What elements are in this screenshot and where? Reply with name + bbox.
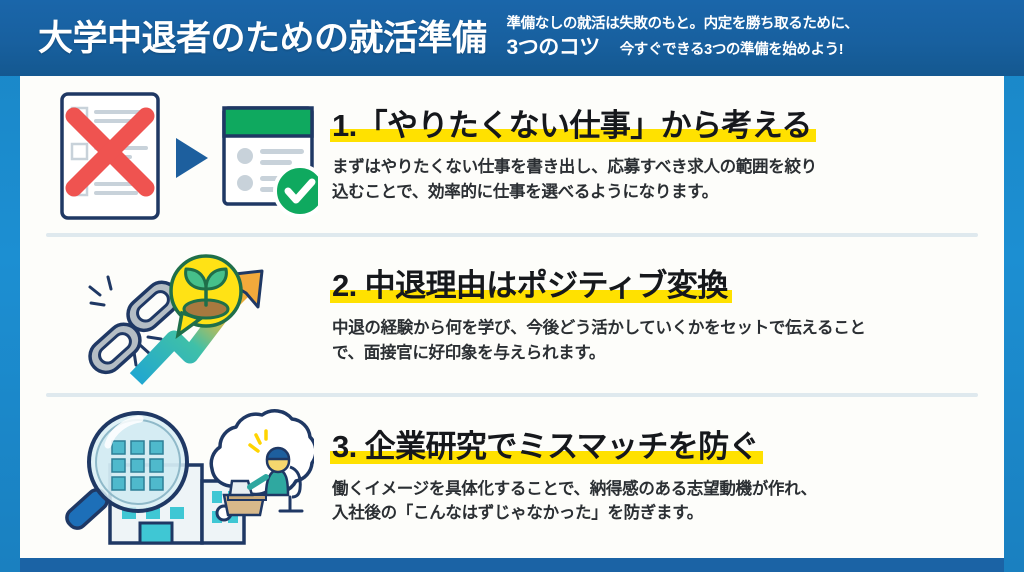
right-blue-rail [1004,0,1024,572]
content-panel: 1.「やりたくない仕事」から考える まずはやりたくない仕事を書き出し、応募すべき… [20,76,1004,558]
tip-row-3: 3. 企業研究でミスマッチを防ぐ 働くイメージを具体化することで、納得感のある志… [20,397,1004,558]
tip-row-1: 1.「やりたくない仕事」から考える まずはやりたくない仕事を書き出し、応募すべき… [20,76,1004,237]
rejected-document-to-approved-card-icon [60,92,318,221]
tip-3-heading-wrap: 3. 企業研究でミスマッチを防ぐ [330,429,763,466]
tip-2-heading: 2. 中退理由はポジティブ変換 [332,268,728,304]
tips-list: 1.「やりたくない仕事」から考える まずはやりたくない仕事を書き出し、応募すべき… [20,76,1004,558]
subtitle-line-one: 準備なしの就活は失敗のもと。内定を勝ち取るために、 [506,15,859,32]
row-divider-2 [46,393,978,398]
tip-1-body-line-1: まずはやりたくない仕事を書き出し、応募すべき求人の範囲を絞り [332,158,817,177]
tip-2-body-line-1: 中退の経験から何を学び、今後どう活かしていくかをセットで伝えること [332,319,866,338]
tip-2-highlight-bar [330,290,732,304]
tip-2-icon-cell [38,242,328,392]
subtitle-tail: 今すぐできる3つの準備を始めよう! [619,41,844,58]
broken-chain-sprout-growth-arrow-icon [88,254,264,385]
tip-3-body-line-1: 働くイメージを具体化することで、納得感のある志望動機が作れ、 [332,479,817,498]
header-inner: 大学中退者のための就活準備 準備なしの就活は失敗のもと。内定を勝ち取るために、 … [38,0,1000,76]
subtitle-line-two: 3つのコツ 今すぐできる3つの準備を始めよう! [507,35,1000,61]
magnifier-building-thought-bubble-icon [65,408,314,545]
tip-1-body: まずはやりたくない仕事を書き出し、応募すべき求人の範囲を絞り 込むことで、効率的… [332,155,972,205]
header-subtitle-block: 準備なしの就活は失敗のもと。内定を勝ち取るために、 3つのコツ 今すぐできる3つ… [507,15,1000,61]
left-blue-rail [0,0,20,572]
tip-3-body: 働くイメージを具体化することで、納得感のある志望動機が作れ、 入社後の「こんなは… [332,477,972,527]
tip-1-body-line-2: 込むことで、効率的に仕事を選べるようになります。 [332,183,718,202]
tip-2-body-line-2: で、面接官に好印象を与えられます。 [332,343,606,362]
tip-1-heading: 1.「やりたくない仕事」から考える [332,107,812,143]
header-banner: 大学中退者のための就活準備 準備なしの就活は失敗のもと。内定を勝ち取るために、 … [0,0,1024,76]
tip-1-text-cell: 1.「やりたくない仕事」から考える まずはやりたくない仕事を書き出し、応募すべき… [328,108,980,205]
tip-3-highlight-bar [330,450,763,464]
tip-3-text-cell: 3. 企業研究でミスマッチを防ぐ 働くイメージを具体化することで、納得感のある志… [328,429,980,526]
tip-1-highlight-bar [330,129,816,143]
tip-1-icon-cell [38,81,328,231]
tip-3-icon-cell [38,403,328,553]
tip-1-heading-wrap: 1.「やりたくない仕事」から考える [330,107,816,145]
page-title: 大学中退者のための就活準備 [38,18,487,58]
tip-2-text-cell: 2. 中退理由はポジティブ変換 中退の経験から何を学び、今後どう活かしていくかを… [328,268,980,365]
tip-3-heading: 3. 企業研究でミスマッチを防ぐ [332,429,760,465]
tip-2-heading-wrap: 2. 中退理由はポジティブ変換 [330,268,732,305]
row-divider-1 [46,232,978,237]
subtitle-emphasis: 3つのコツ [506,35,601,59]
tip-row-2: 2. 中退理由はポジティブ変換 中退の経験から何を学び、今後どう活かしていくかを… [20,237,1004,398]
tip-2-body: 中退の経験から何を学び、今後どう活かしていくかをセットで伝えること で、面接官に… [332,316,972,366]
tip-3-body-line-2: 入社後の「こんなはずじゃなかった」を防ぎます。 [332,504,703,523]
